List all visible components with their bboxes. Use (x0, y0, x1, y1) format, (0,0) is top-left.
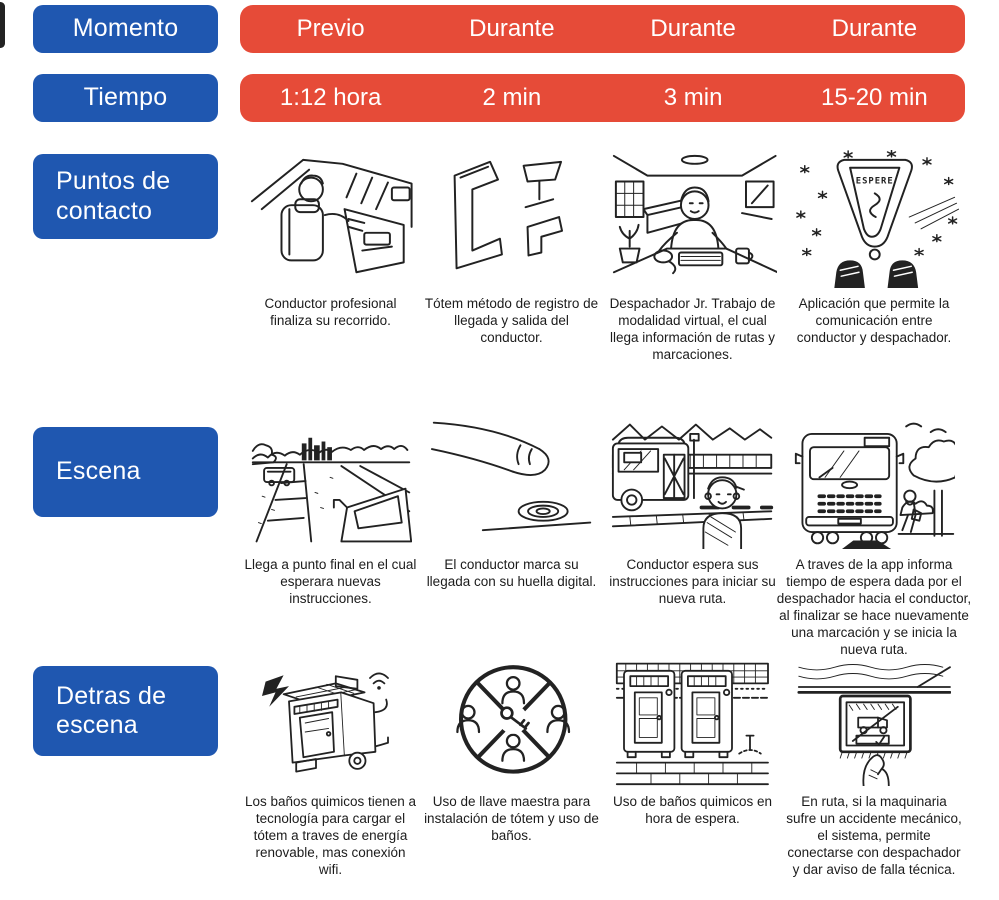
cell-escena-2: El conductor marca su llegada con su hue… (421, 417, 602, 658)
bus-icon (263, 466, 296, 483)
momento-durante-1: Durante (469, 15, 555, 42)
cell-escena-3: Conductor espera sus instrucciones para … (602, 417, 783, 658)
caption-escena-1: Llega a punto final en el cual esperara … (244, 557, 417, 606)
cell-puntos-3: Despachador Jr. Trabajo de modalidad vir… (602, 150, 783, 363)
row-escena: Escena (0, 417, 999, 658)
fingerprint-check-sketch (421, 417, 602, 549)
caption-puntos-4: Aplicación que permite la comunicación e… (796, 296, 952, 345)
users-icons (456, 675, 571, 762)
city-skyline-icon (302, 437, 333, 461)
bus-front-new-route-sketch (783, 417, 965, 549)
row-label-tiempo: Tiempo (33, 74, 218, 122)
cell-puntos-4: ESPERE Aplic (783, 150, 965, 363)
lightning-icon (262, 675, 290, 707)
caption-puntos-2: Tótem método de registro de llegada y sa… (424, 296, 599, 345)
mirror-icon (390, 186, 411, 202)
confirm-box-icon (855, 734, 890, 745)
fault-report-screen-sketch (783, 660, 965, 786)
tiempo-3: 3 min (663, 84, 723, 111)
row-label-detras-de-escena: Detras de escena (33, 666, 218, 756)
cell-puntos-2: Tótem método de registro de llegada y sa… (421, 150, 602, 363)
toilet-b-icon (680, 669, 733, 759)
caption-puntos-1: Conductor profesional finaliza su recorr… (264, 296, 397, 328)
cell-detras-3: Uso de baños quimicos en hora de espera. (602, 660, 783, 878)
caption-puntos-3: Despachador Jr. Trabajo de modalidad vir… (609, 296, 776, 362)
caption-escena-4: A traves de la app informa tiempo de esp… (776, 557, 972, 657)
espere-screen (849, 166, 901, 238)
wifi-icon (369, 672, 389, 685)
row-puntos-de-contacto: Puntos de contacto Conductor profesional… (0, 150, 999, 363)
caption-detras-3: Uso de baños quimicos en hora de espera. (612, 794, 773, 826)
row-detras-de-escena: Detras de escena Los bañ (0, 660, 999, 878)
tiempo-2: 2 min (482, 84, 542, 111)
momento-previo: Previo (296, 15, 365, 42)
tiempo-1: 1:12 hora (279, 84, 382, 111)
momento-bar: Previo Durante Durante Durante (240, 5, 965, 53)
fingerprint-target-icon (518, 500, 570, 522)
momento-durante-2: Durante (650, 15, 736, 42)
caption-detras-1: Los baños quimicos tienen a tecnología p… (244, 794, 417, 877)
espere-label: ESPERE (856, 177, 894, 187)
remote-dispatcher-desk-sketch (602, 150, 783, 288)
chemical-toilets-sketch (602, 660, 783, 786)
master-key-users-sketch (421, 660, 602, 786)
driver-person-icon (702, 512, 743, 549)
totem-icon (453, 160, 503, 270)
cell-detras-2: Uso de llave maestra para instalación de… (421, 660, 602, 878)
caption-detras-4: En ruta, si la maquinaria sufre un accid… (786, 794, 962, 877)
check-in-totems-sketch (421, 150, 602, 288)
cell-detras-1: Los baños quimicos tienen a tecnología p… (240, 660, 421, 878)
tiempo-bar: 1:12 hora 2 min 3 min 15-20 min (240, 74, 965, 122)
row-label-momento: Momento (33, 5, 218, 53)
sprinkler-icon (745, 734, 755, 751)
tiempo-4: 15-20 min (821, 84, 928, 111)
row-label-escena: Escena (33, 427, 218, 517)
cell-escena-1: Llega a punto final en el cual esperara … (240, 417, 421, 658)
ceiling-lamp-icon (680, 154, 709, 165)
momento-durante-3: Durante (831, 15, 918, 42)
grille-icon (817, 494, 882, 514)
row-tiempo: Tiempo 1:12 hora 2 min 3 min 15-20 min (0, 74, 999, 122)
tree-icon (908, 439, 956, 483)
row-momento: Momento Previo Durante Durante Durante (0, 5, 999, 53)
espere-wait-screen-sketch: ESPERE (783, 150, 965, 288)
driver-waiting-by-bus-sketch (602, 417, 783, 549)
row-label-puntos-de-contacto: Puntos de contacto (33, 154, 218, 239)
driver-cab-sketch (240, 150, 421, 288)
mug-icon (734, 247, 750, 265)
pointing-finger-icon (862, 754, 890, 786)
keyboard-icon (677, 251, 724, 267)
toilet-a-icon (623, 669, 676, 759)
espere-device-icon (836, 158, 914, 248)
caption-detras-2: Uso de llave maestra para instalación de… (424, 794, 599, 843)
caption-escena-3: Conductor espera sus instrucciones para … (609, 557, 776, 606)
finger-icon (433, 421, 541, 451)
bus-front-icon (801, 433, 898, 533)
speed-bump-icon (841, 540, 891, 549)
mouse-icon (653, 249, 673, 264)
arrival-road-sketch (240, 417, 421, 549)
plant-icon (618, 247, 641, 264)
key-icon (500, 706, 530, 730)
cell-detras-4: En ruta, si la maquinaria sufre un accid… (783, 660, 965, 878)
caption-escena-2: El conductor marca su llegada con su hue… (426, 557, 597, 589)
solar-toilet-cart-sketch (240, 660, 421, 786)
cell-puntos-1: Conductor profesional finaliza su recorr… (240, 150, 421, 363)
corner-artifact (0, 2, 5, 48)
cell-escena-4: A traves de la app informa tiempo de esp… (777, 417, 971, 658)
